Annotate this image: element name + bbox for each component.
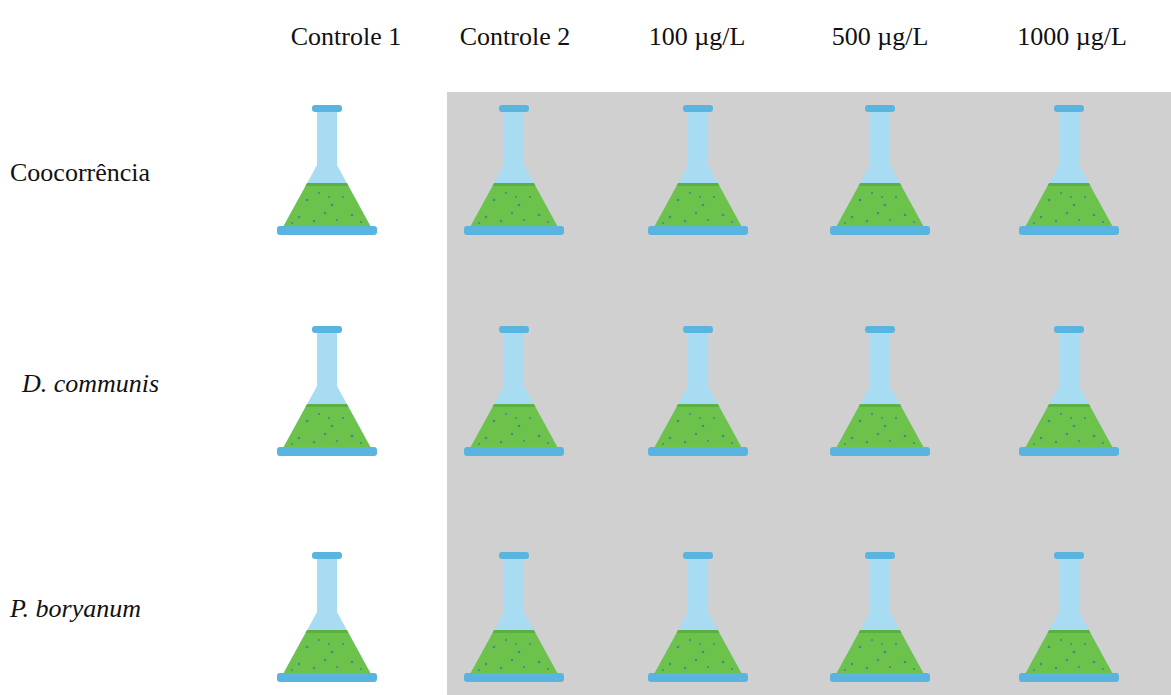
row-label: Coocorrência bbox=[10, 158, 150, 188]
row-label: P. boryanum bbox=[10, 594, 141, 624]
treatment-background bbox=[447, 92, 1171, 695]
column-header: Controle 2 bbox=[460, 22, 571, 52]
column-header: Controle 1 bbox=[291, 22, 402, 52]
row-label: D. communis bbox=[22, 369, 159, 399]
column-header: 1000 µg/L bbox=[1017, 22, 1127, 52]
flask-grid bbox=[277, 105, 1119, 682]
column-header: 500 µg/L bbox=[832, 22, 929, 52]
column-header: 100 µg/L bbox=[649, 22, 746, 52]
